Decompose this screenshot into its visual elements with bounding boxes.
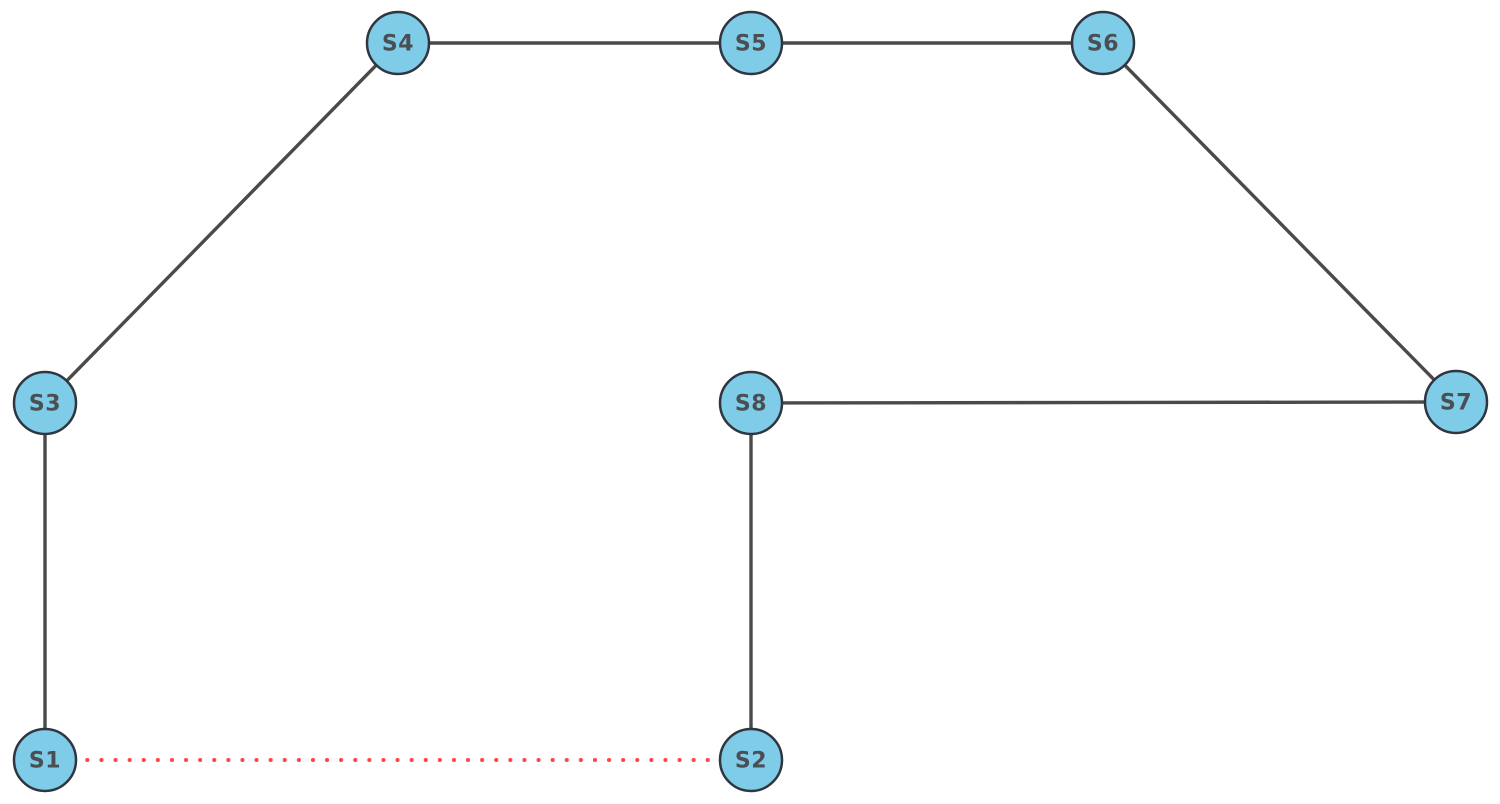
node-circle-s4[interactable] [365,10,431,76]
node-circle-s2[interactable] [718,727,784,793]
node-label-s3: S3 [29,392,61,417]
node-label-s2: S2 [735,749,767,774]
graph-edge-s6-s7[interactable] [1101,41,1458,404]
node-circle-s3[interactable] [12,370,78,436]
graph-node-s6[interactable]: S6 [1070,10,1136,76]
node-label-s8: S8 [735,392,767,417]
node-circle-s5[interactable] [718,10,784,76]
graph-node-s1[interactable]: S1 [12,727,78,793]
node-label-s6: S6 [1087,32,1119,57]
graph-node-s4[interactable]: S4 [365,10,431,76]
graph-edge-s8-s7[interactable] [750,400,1457,405]
graph-node-s5[interactable]: S5 [718,10,784,76]
graph-node-s7[interactable]: S7 [1423,369,1489,435]
node-circle-s7[interactable] [1423,369,1489,435]
node-label-s7: S7 [1440,391,1472,416]
node-label-s1: S1 [29,749,61,774]
node-circle-s6[interactable] [1070,10,1136,76]
node-label-s4: S4 [382,32,414,57]
graph-node-s8[interactable]: S8 [718,370,784,436]
graph-node-s2[interactable]: S2 [718,727,784,793]
graph-node-s3[interactable]: S3 [12,370,78,436]
node-label-s5: S5 [735,32,767,57]
node-circle-s1[interactable] [12,727,78,793]
node-circle-s8[interactable] [718,370,784,436]
graph-edge-s3-s4[interactable] [43,41,400,405]
edge-layer [43,41,1458,762]
